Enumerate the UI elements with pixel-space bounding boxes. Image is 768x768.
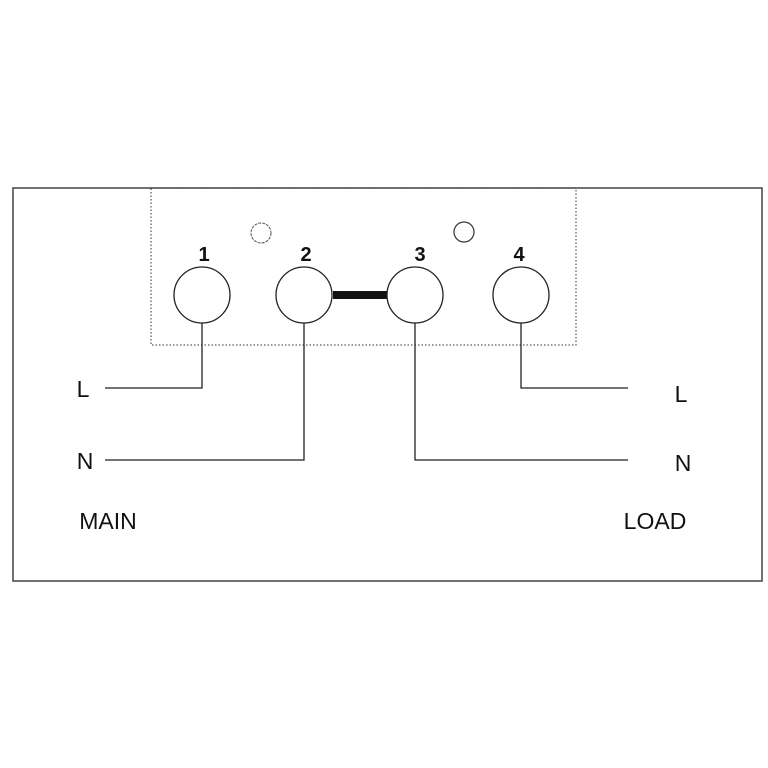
terminal-4: [492, 266, 550, 324]
mounting-hole-right: [453, 221, 475, 243]
terminal-1-label: 1: [198, 244, 209, 266]
terminal-3: [386, 266, 444, 324]
jumper-bar: [333, 291, 387, 299]
main-title: MAIN: [79, 508, 137, 534]
wire-main-neutral: [105, 323, 305, 461]
mounting-hole-left: [250, 222, 272, 244]
main-neutral-label: N: [77, 448, 94, 474]
load-neutral-label: N: [675, 450, 692, 476]
terminal-block-outline: [150, 187, 577, 346]
terminal-2: [275, 266, 333, 324]
terminal-2-label: 2: [300, 244, 311, 266]
terminal-3-label: 3: [414, 244, 425, 266]
load-line-label: L: [675, 381, 688, 407]
enclosure-outline: [12, 187, 763, 582]
wire-load-line: [520, 323, 628, 389]
wire-main-line: [105, 323, 203, 389]
main-line-label: L: [77, 376, 90, 402]
wire-load-neutral: [414, 323, 628, 461]
load-title: LOAD: [624, 508, 687, 534]
terminal-4-label: 4: [513, 244, 525, 266]
terminal-1: [173, 266, 231, 324]
